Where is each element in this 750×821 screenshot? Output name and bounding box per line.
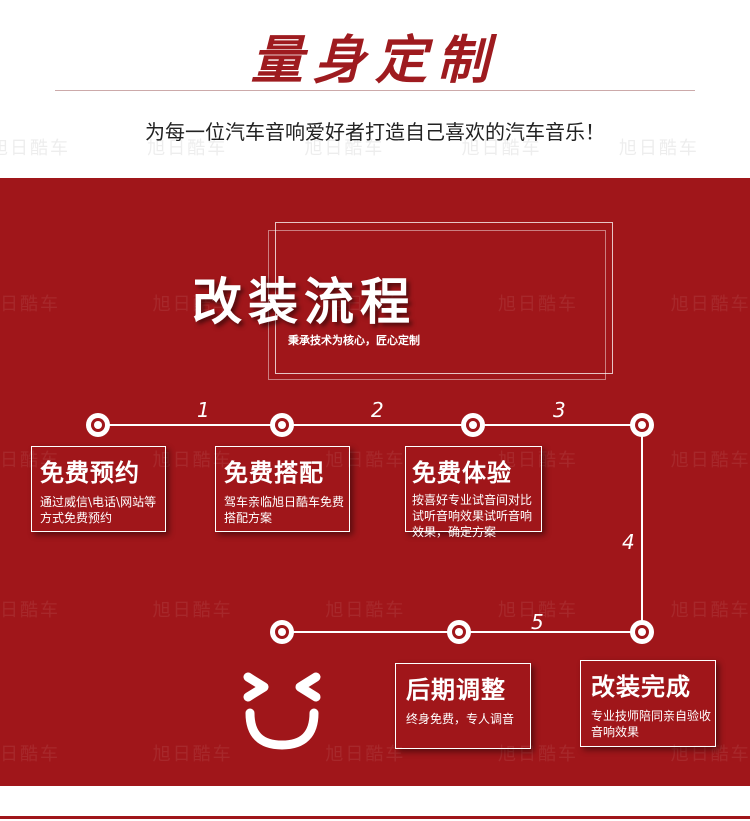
step-title: 免费体验 [412,459,512,487]
footer-area [0,786,750,821]
connector-number-4: 4 [622,530,635,554]
connector-number-3: 3 [553,398,566,422]
title-frame-inner [268,230,606,380]
title-frame-outer [275,222,613,374]
step-description: 驾车亲临旭日酷车免费搭配方案 [224,495,345,525]
step-card: 后期调整 终身免费，专人调音 [395,663,531,749]
connector-number-2: 2 [371,398,384,422]
step-title: 免费搭配 [224,459,324,487]
flow-node [447,620,471,644]
page-title: 量身定制 [250,30,499,91]
step-description: 按喜好专业试音间对比试听音响效果试听音响效果，确定方案 [412,493,533,539]
section-title: 改装流程 [192,273,416,331]
flow-node [461,413,485,437]
step-title: 后期调整 [406,676,506,704]
flow-node [270,413,294,437]
watermark: 旭日酷车 旭日酷车 旭日酷车 旭日酷车 旭日酷车 [0,294,750,315]
step-description: 通过威信\电话\网站等方式免费预约 [40,495,157,525]
watermark: 旭日酷车 旭日酷车 旭日酷车 旭日酷车 旭日酷车 [0,600,750,621]
connector-number-1: 1 [197,398,210,422]
step-title: 免费预约 [40,459,140,487]
flow-node [630,413,654,437]
step-card: 改装完成 专业技师陪同亲自验收音响效果 [580,660,716,747]
watermark: 旭日酷车 旭日酷车 旭日酷车 旭日酷车 旭日酷车 [0,744,750,765]
step-card: 免费体验 按喜好专业试音间对比试听音响效果试听音响效果，确定方案 [405,446,542,539]
flow-node [630,620,654,644]
watermark: 旭日酷车 旭日酷车 旭日酷车 旭日酷车 旭日酷车 旭日酷车 [0,138,699,159]
header-area: 量身定制 为每一位汽车音响爱好者打造自己喜欢的汽车音乐！ 旭日酷车 旭日酷车 旭… [0,0,750,178]
watermark: 旭日酷车 旭日酷车 旭日酷车 旭日酷车 旭日酷车 [0,450,750,471]
step-description: 终身免费，专人调音 [406,712,515,726]
step-card: 免费搭配 驾车亲临旭日酷车免费搭配方案 [215,446,350,532]
process-panel: 旭日酷车 旭日酷车 旭日酷车 旭日酷车 旭日酷车 旭日酷车 旭日酷车 旭日酷车 … [0,178,750,786]
flow-node [270,620,294,644]
flow-nodes [86,413,654,644]
flow-node [86,413,110,437]
footer-rule [0,816,750,819]
page-subtitle: 为每一位汽车音响爱好者打造自己喜欢的汽车音乐！ [145,120,605,144]
section-subtitle: 秉承技术为核心，匠心定制 [288,334,420,347]
title-divider [55,90,695,91]
step-title: 改装完成 [591,673,691,701]
connector-number-5: 5 [531,610,544,634]
step-description: 专业技师陪同亲自验收音响效果 [591,709,712,739]
smiley-icon [243,672,321,750]
step-card: 免费预约 通过威信\电话\网站等方式免费预约 [31,446,166,532]
